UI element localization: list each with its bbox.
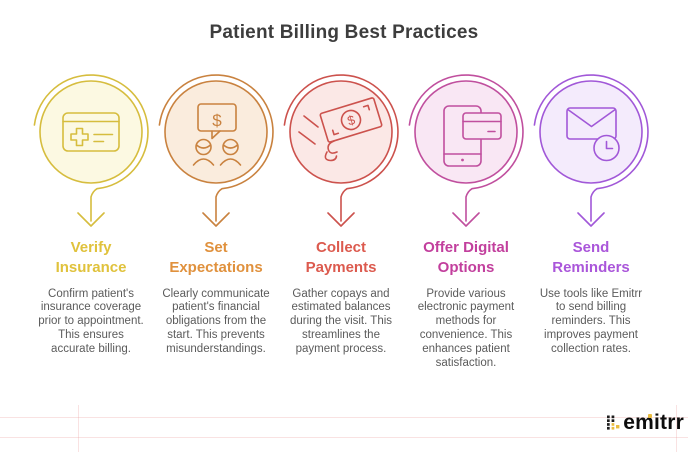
step-graphic: $ (158, 74, 274, 227)
step-graphic: $ (283, 74, 399, 227)
step-graphic (533, 74, 649, 227)
step-graphic (408, 74, 524, 227)
page-title: Patient Billing Best Practices (209, 22, 479, 43)
step-description: Confirm patient's insurance coverage pri… (38, 287, 144, 355)
step-circle (289, 80, 393, 184)
hand-cash-icon: $ (298, 97, 383, 162)
step-description: Provide various electronic payment metho… (417, 287, 515, 369)
step-set-expectations: $ Set Expectations Clearly communicate p… (154, 68, 278, 370)
steps-row: Verify Insurance Confirm patient's insur… (0, 68, 688, 370)
dollar-glyph: $ (212, 111, 222, 130)
down-arrow (33, 74, 149, 227)
insurance-card-icon (62, 112, 120, 152)
faint-grid-line (0, 417, 688, 418)
step-description: Gather copays and estimated balances dur… (289, 287, 393, 355)
faint-grid-line (676, 405, 677, 452)
step-heading: Verify Insurance (55, 239, 127, 276)
faint-grid-line (0, 437, 688, 438)
email-clock-icon (566, 107, 620, 162)
emitrr-logo-mark-icon (607, 415, 620, 430)
logo-i-dot-accent (647, 413, 653, 418)
faint-grid-line (78, 405, 79, 452)
step-heading: Offer Digital Options (423, 239, 509, 276)
step-send-reminders: Send Reminders Use tools like Emitrr to … (529, 68, 653, 370)
step-heading: Send Reminders (552, 239, 630, 276)
mobile-card-payment-icon (443, 105, 502, 167)
step-circle (164, 80, 268, 184)
step-circle (39, 80, 143, 184)
step-description: Clearly communicate patient's financial … (162, 287, 270, 355)
emitrr-logo: emitrr (607, 412, 684, 433)
down-arrow (408, 74, 524, 227)
step-heading: Set Expectations (169, 239, 263, 276)
down-arrow (283, 74, 399, 227)
step-description: Use tools like Emitrr to send billing re… (539, 287, 643, 355)
step-verify-insurance: Verify Insurance Confirm patient's insur… (29, 68, 153, 370)
payment-discussion-icon (192, 103, 242, 166)
step-graphic (33, 74, 149, 227)
logo-text: emitrr (623, 412, 684, 433)
down-arrow (158, 74, 274, 227)
step-heading: Collect Payments (305, 239, 377, 276)
down-arrow (533, 74, 649, 227)
step-collect-payments: $ Collect Payments Gather copays and est… (279, 68, 403, 370)
logo-wordmark: emitrr (623, 411, 684, 434)
step-offer-digital-options: Offer Digital Options Provide various el… (404, 68, 528, 370)
